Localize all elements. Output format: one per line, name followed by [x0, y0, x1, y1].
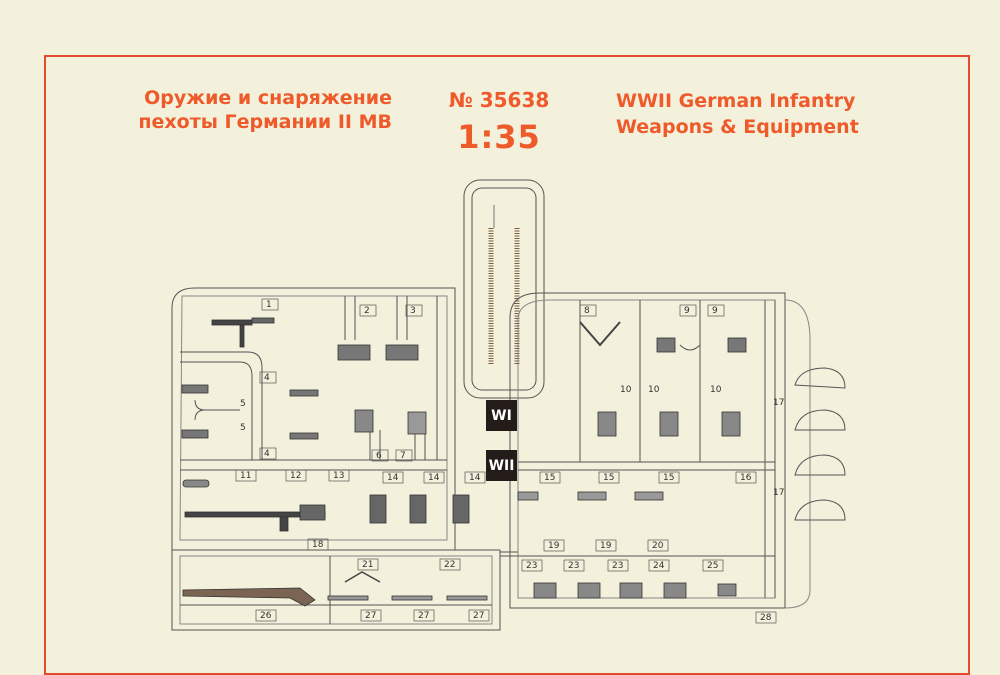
part-number-labels: 1 2 3 4 4 5 5 6 7 11 12 13 14 14 14 18 8… [240, 300, 784, 623]
part-number-15c: 15 [663, 473, 674, 483]
part-number-20: 20 [652, 541, 664, 551]
part-number-14b: 14 [428, 473, 440, 483]
title-russian-line2: пехоты Германии II МВ [138, 111, 392, 133]
title-english-line1: WWII German Infantry [616, 90, 856, 112]
part-number-19a: 19 [548, 541, 560, 551]
part-number-17b: 17 [773, 488, 784, 498]
rifle-part [182, 587, 316, 607]
sprue-label-wii: WII [486, 450, 517, 481]
part-number-27b: 27 [418, 611, 429, 621]
part-number-23c: 23 [612, 561, 623, 571]
title-english-line2: Weapons & Equipment [616, 116, 859, 138]
part-number-5b: 5 [240, 423, 246, 433]
part-number-15a: 15 [544, 473, 555, 483]
title-english: WWII German Infantry Weapons & Equipment [616, 88, 859, 140]
part-number-28: 28 [760, 613, 772, 623]
part-number-23a: 23 [526, 561, 537, 571]
part-number-1: 1 [266, 300, 272, 310]
sprue-diagram: 1 2 3 4 4 5 5 6 7 11 12 13 14 14 14 18 8… [171, 179, 846, 631]
part-number-13: 13 [333, 471, 344, 481]
part-number-12: 12 [290, 471, 301, 481]
part-number-19b: 19 [600, 541, 612, 551]
part-number-8: 8 [584, 306, 590, 316]
part-number-15b: 15 [603, 473, 614, 483]
part-number-3: 3 [410, 306, 416, 316]
helmet-parts [794, 367, 846, 521]
catalog-number: № 35638 [448, 88, 550, 112]
part-number-5a: 5 [240, 399, 246, 409]
part-number-9a: 9 [684, 306, 690, 316]
part-number-17a: 17 [773, 398, 784, 408]
part-number-6: 6 [376, 451, 382, 461]
part-number-9b: 9 [712, 306, 718, 316]
sprue-tall-frame [463, 179, 545, 399]
part-number-16: 16 [740, 473, 752, 483]
part-number-14c: 14 [469, 473, 481, 483]
sprue-label-wi: WI [486, 400, 517, 431]
part-number-7: 7 [400, 451, 406, 461]
mp40-part [211, 319, 253, 326]
part-number-18: 18 [312, 540, 324, 550]
part-number-25: 25 [707, 561, 718, 571]
part-number-10b: 10 [648, 385, 660, 395]
part-number-4a: 4 [264, 373, 270, 383]
sprue-right-frame [509, 292, 786, 609]
part-number-10c: 10 [710, 385, 722, 395]
part-number-21: 21 [362, 560, 373, 570]
part-number-10a: 10 [620, 385, 632, 395]
part-number-2: 2 [364, 306, 370, 316]
title-russian-line1: Оружие и снаряжение [144, 87, 392, 109]
part-number-14a: 14 [387, 473, 399, 483]
scale-label: 1:35 [457, 118, 541, 156]
part-number-24: 24 [653, 561, 665, 571]
part-number-26: 26 [260, 611, 272, 621]
part-number-4b: 4 [264, 449, 270, 459]
part-number-11: 11 [240, 471, 251, 481]
part-number-22: 22 [444, 560, 455, 570]
sprue-bottom-frame [171, 549, 501, 631]
part-number-27a: 27 [365, 611, 376, 621]
title-russian: Оружие и снаряжение пехоты Германии II М… [96, 86, 392, 134]
part-number-27c: 27 [473, 611, 484, 621]
part-number-23b: 23 [568, 561, 579, 571]
